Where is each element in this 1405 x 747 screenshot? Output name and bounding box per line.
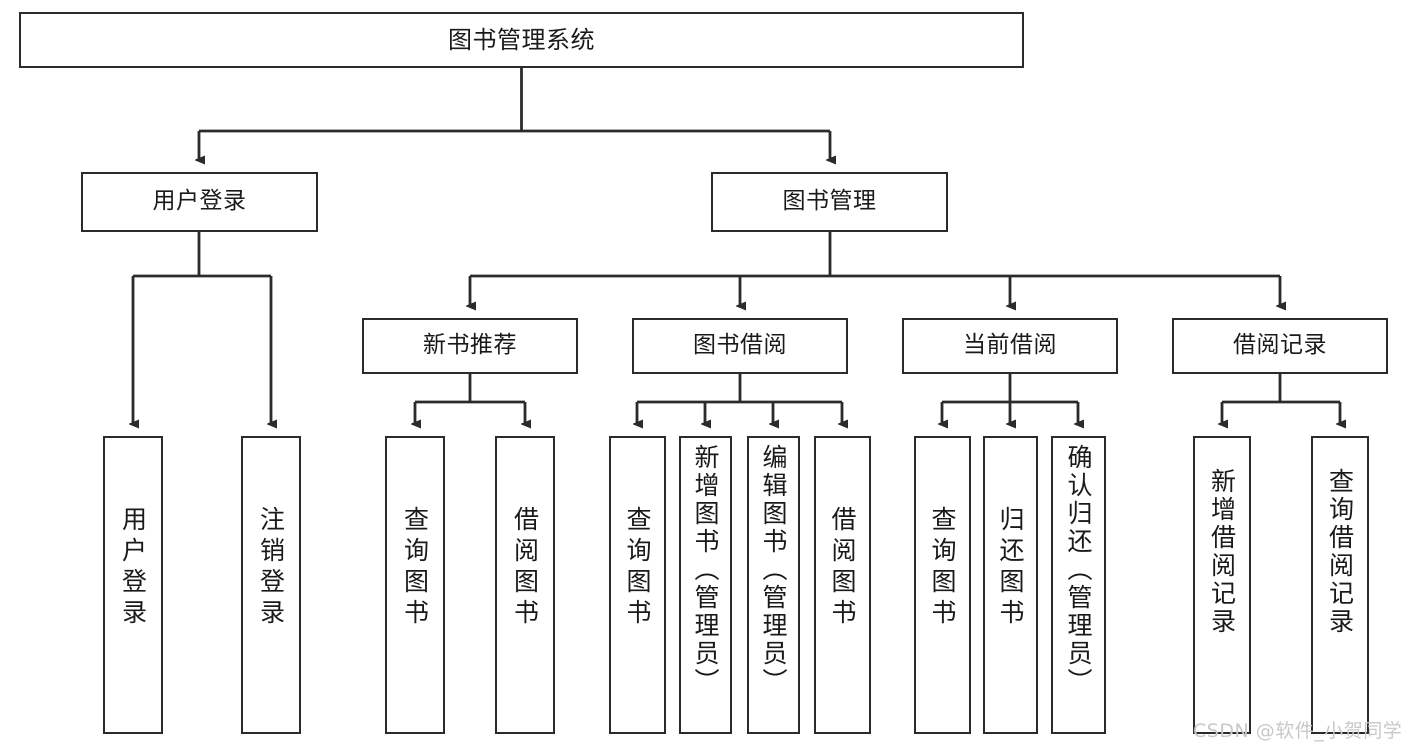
node-leaf-query-book-2-label: 查询图书 xyxy=(623,506,652,630)
node-leaf-user-logout-label: 注销登录 xyxy=(256,506,286,630)
node-book-manage[interactable]: 图书管理 xyxy=(711,172,948,232)
node-borrow-record[interactable]: 借阅记录 xyxy=(1172,318,1388,374)
watermark: CSDN @软件_小贺同学 xyxy=(1193,720,1403,742)
node-leaf-add-book-label: 新增图书（管理员） xyxy=(691,444,720,696)
node-leaf-return-book[interactable]: 归还图书 xyxy=(983,436,1038,734)
node-leaf-user-login[interactable]: 用户登录 xyxy=(103,436,163,734)
node-leaf-edit-book[interactable]: 编辑图书（管理员） xyxy=(747,436,800,734)
node-leaf-borrow-book-1-label: 借阅图书 xyxy=(510,506,540,630)
node-leaf-query-book-3-label: 查询图书 xyxy=(928,506,957,630)
node-leaf-confirm-return[interactable]: 确认归还（管理员） xyxy=(1051,436,1106,734)
node-root-label: 图书管理系统 xyxy=(448,25,595,54)
node-leaf-borrow-book-1[interactable]: 借阅图书 xyxy=(495,436,555,734)
node-leaf-add-book[interactable]: 新增图书（管理员） xyxy=(679,436,732,734)
node-leaf-edit-book-label: 编辑图书（管理员） xyxy=(759,444,788,696)
node-new-book-recommend[interactable]: 新书推荐 xyxy=(362,318,578,374)
node-user-login[interactable]: 用户登录 xyxy=(81,172,318,232)
node-user-login-label: 用户登录 xyxy=(152,188,247,215)
node-root[interactable]: 图书管理系统 xyxy=(19,12,1024,68)
node-leaf-borrow-book-2[interactable]: 借阅图书 xyxy=(814,436,871,734)
node-leaf-user-logout[interactable]: 注销登录 xyxy=(241,436,301,734)
node-new-book-recommend-label: 新书推荐 xyxy=(423,332,517,359)
node-leaf-borrow-book-2-label: 借阅图书 xyxy=(828,506,857,630)
node-current-borrow-label: 当前借阅 xyxy=(963,332,1057,359)
node-leaf-query-book-1[interactable]: 查询图书 xyxy=(385,436,445,734)
node-leaf-query-book-1-label: 查询图书 xyxy=(400,506,430,630)
node-leaf-add-record-label: 新增借阅记录 xyxy=(1207,468,1237,636)
node-book-borrow[interactable]: 图书借阅 xyxy=(632,318,848,374)
node-leaf-add-record[interactable]: 新增借阅记录 xyxy=(1193,436,1251,734)
node-leaf-return-book-label: 归还图书 xyxy=(996,506,1025,630)
node-borrow-record-label: 借阅记录 xyxy=(1233,332,1327,359)
node-leaf-query-book-2[interactable]: 查询图书 xyxy=(609,436,666,734)
node-book-borrow-label: 图书借阅 xyxy=(693,332,787,359)
node-leaf-confirm-return-label: 确认归还（管理员） xyxy=(1064,444,1093,696)
node-leaf-query-record-label: 查询借阅记录 xyxy=(1325,468,1355,636)
node-book-manage-label: 图书管理 xyxy=(782,188,877,215)
node-leaf-query-book-3[interactable]: 查询图书 xyxy=(914,436,971,734)
node-leaf-query-record[interactable]: 查询借阅记录 xyxy=(1311,436,1369,734)
node-leaf-user-login-label: 用户登录 xyxy=(118,506,148,630)
node-current-borrow[interactable]: 当前借阅 xyxy=(902,318,1118,374)
